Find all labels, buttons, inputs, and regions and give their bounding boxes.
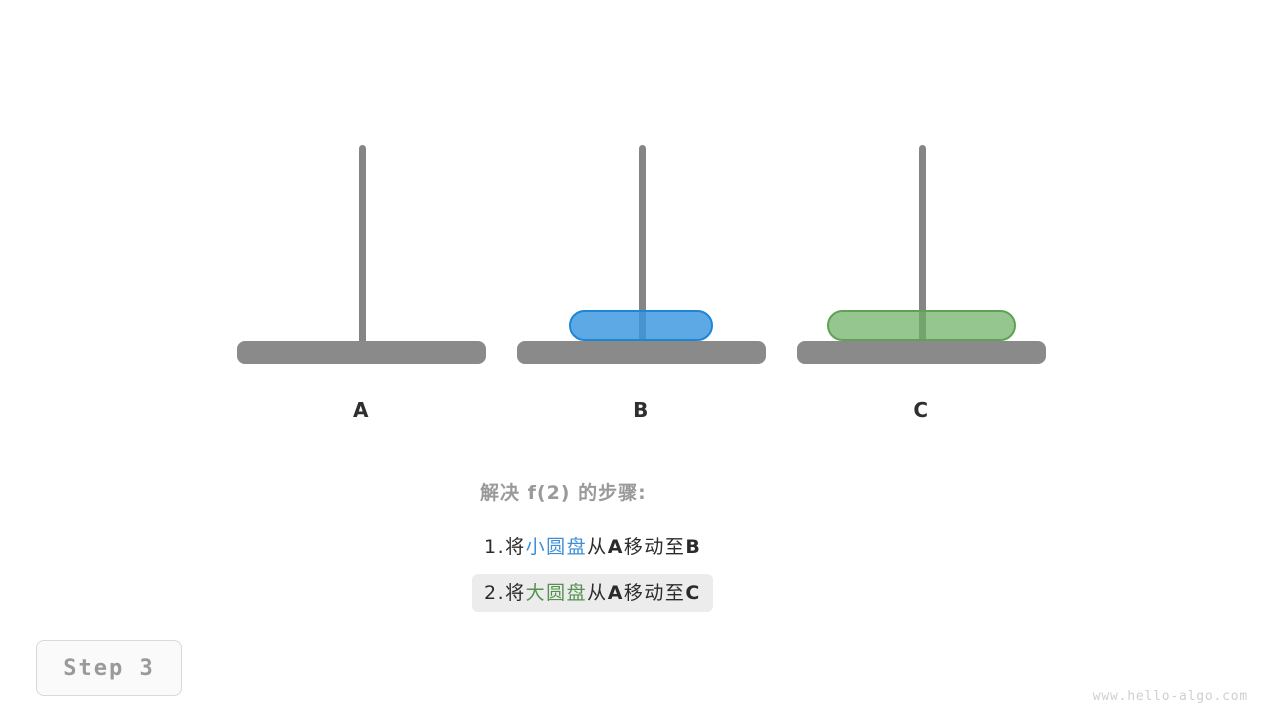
step-2-index: 2. bbox=[484, 582, 506, 604]
disk-large bbox=[827, 310, 1016, 341]
step-2-from-peg: A bbox=[607, 582, 624, 604]
step-2-from-word: 从 bbox=[587, 582, 608, 604]
step-row-1: 1.将小圆盘从A移动至B bbox=[472, 528, 713, 566]
peg-label-b: B bbox=[633, 398, 649, 422]
watermark: www.hello-algo.com bbox=[1092, 689, 1248, 704]
towers-container: A B C bbox=[221, 0, 1061, 440]
step-1-from-word: 从 bbox=[587, 536, 608, 558]
base-a bbox=[237, 341, 486, 364]
rod-a bbox=[359, 145, 366, 360]
step-badge: Step 3 bbox=[36, 640, 182, 696]
base-b bbox=[517, 341, 766, 364]
step-1-disk: 小圆盘 bbox=[525, 536, 588, 558]
base-c bbox=[797, 341, 1046, 364]
step-1-index: 1. bbox=[484, 536, 506, 558]
step-1-move-word: 移动至 bbox=[623, 536, 686, 558]
step-1-verb: 将 bbox=[505, 536, 526, 558]
steps-title: 解决 f(2) 的步骤: bbox=[480, 482, 647, 504]
rod-b bbox=[639, 145, 646, 360]
step-2-verb: 将 bbox=[505, 582, 526, 604]
tower-a: A bbox=[221, 0, 501, 440]
step-2-move-word: 移动至 bbox=[623, 582, 686, 604]
rod-c bbox=[919, 145, 926, 360]
step-row-2: 2.将大圆盘从A移动至C bbox=[472, 574, 713, 612]
peg-label-a: A bbox=[353, 398, 369, 422]
step-1-from-peg: A bbox=[607, 536, 624, 558]
tower-c: C bbox=[781, 0, 1061, 440]
tower-b: B bbox=[501, 0, 781, 440]
step-2-to-peg: C bbox=[685, 582, 701, 604]
disk-small bbox=[569, 310, 713, 341]
step-1-to-peg: B bbox=[685, 536, 702, 558]
step-2-disk: 大圆盘 bbox=[525, 582, 588, 604]
peg-label-c: C bbox=[913, 398, 929, 422]
